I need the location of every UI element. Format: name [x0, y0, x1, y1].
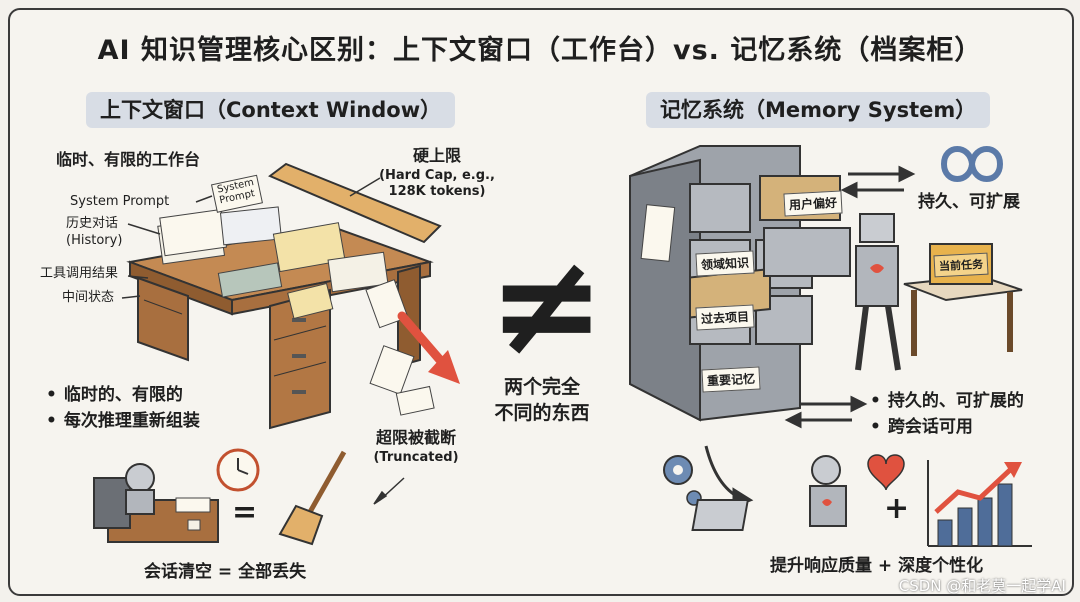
drawer-label-past-projects: 过去项目 [695, 304, 755, 331]
system-prompt-label: System Prompt [70, 194, 170, 209]
tool-results-label: 工具调用结果 [40, 266, 119, 281]
heart-icon [867, 454, 905, 491]
intermediate-state-label: 中间状态 [62, 290, 115, 305]
hard-cap-title: 硬上限 [412, 146, 461, 165]
infinity-icon [940, 146, 1004, 182]
center-caption-line2: 不同的东西 [494, 402, 590, 424]
right-bullets: 持久的、可扩展的 跨会话可用 [870, 388, 1024, 440]
history-label: 历史对话 [66, 216, 119, 231]
growth-chart-icon [927, 460, 1032, 547]
center-caption: 两个完全 不同的东西 [480, 374, 604, 426]
broom-icon [278, 450, 347, 546]
sync-arrows-icon [704, 165, 916, 509]
paper-stacks-icon [157, 174, 389, 320]
persist-label: 持久、可扩展 [918, 192, 1020, 212]
history-en-label: (History) [66, 233, 123, 248]
memory-system-header: 记忆系统（Memory System） [646, 92, 991, 128]
not-equal-symbol: ≠ [488, 224, 606, 387]
drawer-label-important-memories: 重要记忆 [701, 366, 761, 393]
truncated-arrow-icon [397, 311, 460, 384]
ruler-icon [268, 162, 442, 244]
plus-sign: + [884, 491, 910, 526]
truncated-en: (Truncated) [373, 450, 459, 465]
center-caption-line1: 两个完全 [503, 376, 580, 398]
drawer-label-user-prefs: 用户偏好 [783, 190, 843, 217]
footer-caption: 提升响应质量 + 深度个性化 [770, 556, 984, 576]
watermark: CSDN @和老莫一起学AI [898, 577, 1066, 595]
right-bullet-2: 跨会话可用 [870, 414, 1024, 440]
left-bullet-1: 临时的、有限的 [46, 382, 200, 408]
stressed-robot-icon [93, 463, 219, 543]
falling-papers-icon [365, 279, 435, 416]
right-bullet-1: 持久的、可扩展的 [870, 388, 1024, 414]
laptop-robot-icon [691, 455, 847, 531]
truncated-title: 超限被截断 [375, 428, 456, 447]
page-title: AI 知识管理核心区别：上下文窗口（工作台）vs. 记忆系统（档案柜） [97, 35, 983, 66]
robot-icon [855, 213, 901, 371]
equals-sign: = [232, 495, 258, 530]
clock-icon [216, 448, 260, 492]
context-window-header: 上下文窗口（Context Window） [86, 92, 456, 128]
workbench-label: 临时、有限的工作台 [56, 150, 201, 169]
gear-icon [663, 455, 702, 506]
folder-label-current-task: 当前任务 [933, 252, 989, 278]
clear-caption: 会话清空 = 全部丢失 [144, 562, 307, 582]
left-bullet-2: 每次推理重新组装 [46, 408, 200, 434]
pointer-arrows-icon [121, 177, 405, 505]
hard-cap-detail: (Hard Cap, e.g., 128K tokens) [379, 168, 495, 199]
drawer-label-domain-knowledge: 领域知识 [695, 250, 755, 277]
left-bullets: 临时的、有限的 每次推理重新组装 [46, 382, 200, 434]
